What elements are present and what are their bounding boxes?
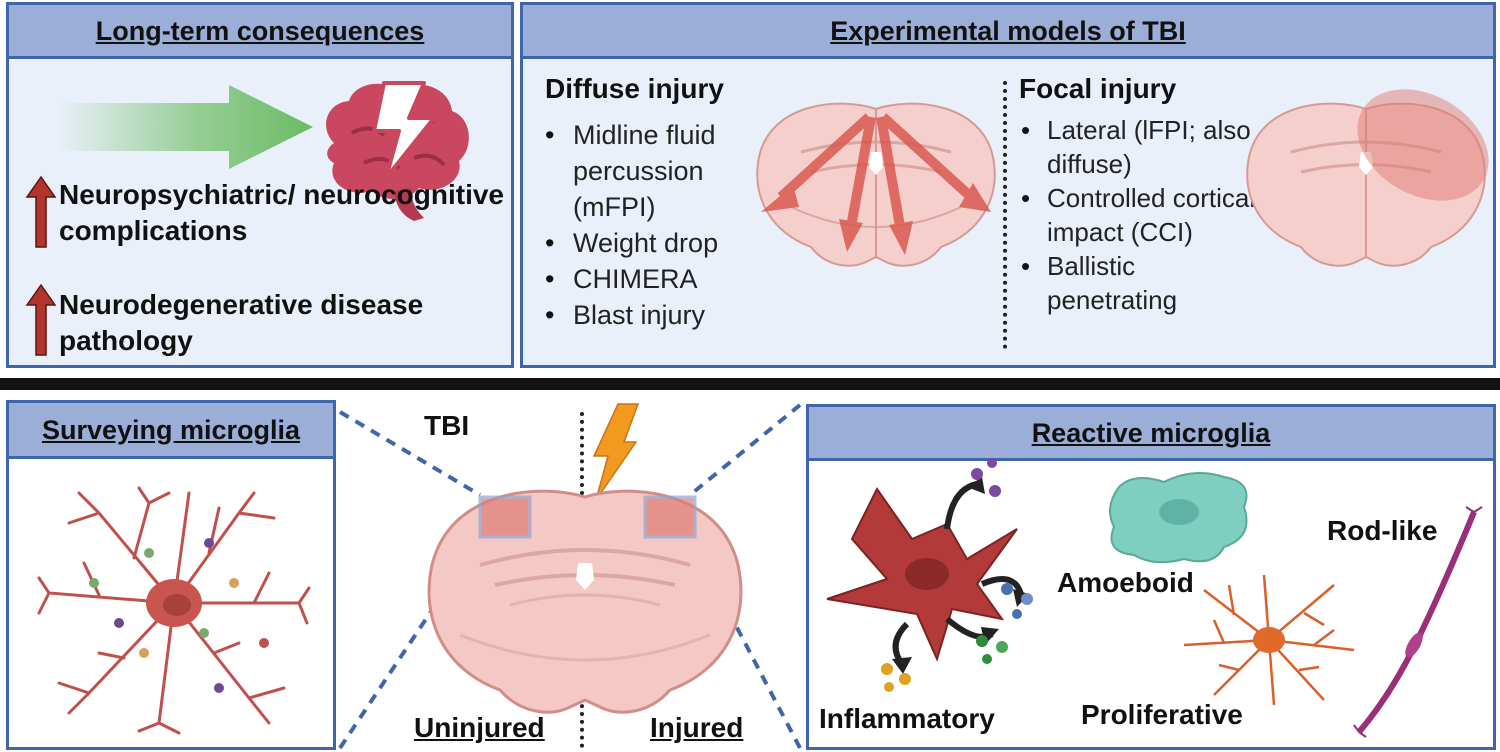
- reactive-panel: Reactive microglia Inflammatory Amoeboid…: [806, 404, 1496, 750]
- surveying-microglia-icon: [37, 486, 311, 735]
- list-item: Midline fluid percussion (mFPI): [541, 117, 761, 225]
- models-panel: Experimental models of TBI Diffuse injur…: [520, 2, 1496, 368]
- list-item: Controlled cortical impact (CCI): [1017, 181, 1257, 249]
- proliferative-microglia-icon: [1183, 574, 1355, 706]
- list-item: CHIMERA: [541, 261, 761, 297]
- long-term-title: Long-term consequences: [9, 5, 511, 59]
- focal-heading: Focal injury: [1019, 73, 1177, 104]
- uninjured-label: Uninjured: [414, 712, 545, 743]
- diffuse-brain-slice-icon: [756, 102, 996, 267]
- inflammatory-microglia-icon: [826, 458, 1033, 692]
- injured-brain-icon: [326, 81, 469, 221]
- rodlike-label: Rod-like: [1327, 515, 1438, 546]
- reactive-title: Reactive microglia: [809, 407, 1493, 461]
- diffuse-heading: Diffuse injury: [545, 73, 724, 104]
- increase-arrow-icon: [25, 175, 57, 248]
- amoeboid-label: Amoeboid: [1057, 567, 1194, 598]
- long-term-panel: Long-term consequences Neuropsychiatric/…: [6, 2, 514, 368]
- injured-label: Injured: [650, 712, 744, 743]
- list-item: Weight drop: [541, 225, 761, 261]
- surveying-title: Surveying microglia: [9, 403, 333, 459]
- amoeboid-microglia-icon: [1109, 472, 1248, 564]
- diffuse-list: Midline fluid percussion (mFPI) Weight d…: [541, 117, 761, 333]
- list-item: Ballistic penetrating: [1017, 249, 1257, 317]
- increase-arrow-icon: [25, 283, 57, 356]
- surveying-panel: Surveying microglia: [6, 400, 336, 750]
- focal-brain-slice-icon: [1246, 89, 1489, 267]
- proliferative-label: Proliferative: [1081, 699, 1243, 730]
- coronal-brain-icon: [427, 489, 743, 714]
- consequence-neurodegenerative: Neurodegenerative disease pathology: [59, 289, 424, 356]
- list-item: Blast injury: [541, 297, 761, 333]
- rodlike-microglia-icon: [1353, 506, 1483, 738]
- inflammatory-label: Inflammatory: [819, 703, 995, 734]
- section-divider: [0, 378, 1500, 390]
- progression-arrow-icon: [57, 85, 313, 169]
- models-title: Experimental models of TBI: [523, 5, 1493, 59]
- lightning-icon: [592, 403, 640, 501]
- consequence-neuropsychiatric: Neuropsychiatric/ neurocognitive complic…: [59, 179, 504, 246]
- focal-list: Lateral (lFPI; also diffuse) Controlled …: [1017, 113, 1257, 317]
- model-divider: [1003, 81, 1007, 349]
- list-item: Lateral (lFPI; also diffuse): [1017, 113, 1257, 181]
- tbi-label: TBI: [424, 410, 470, 441]
